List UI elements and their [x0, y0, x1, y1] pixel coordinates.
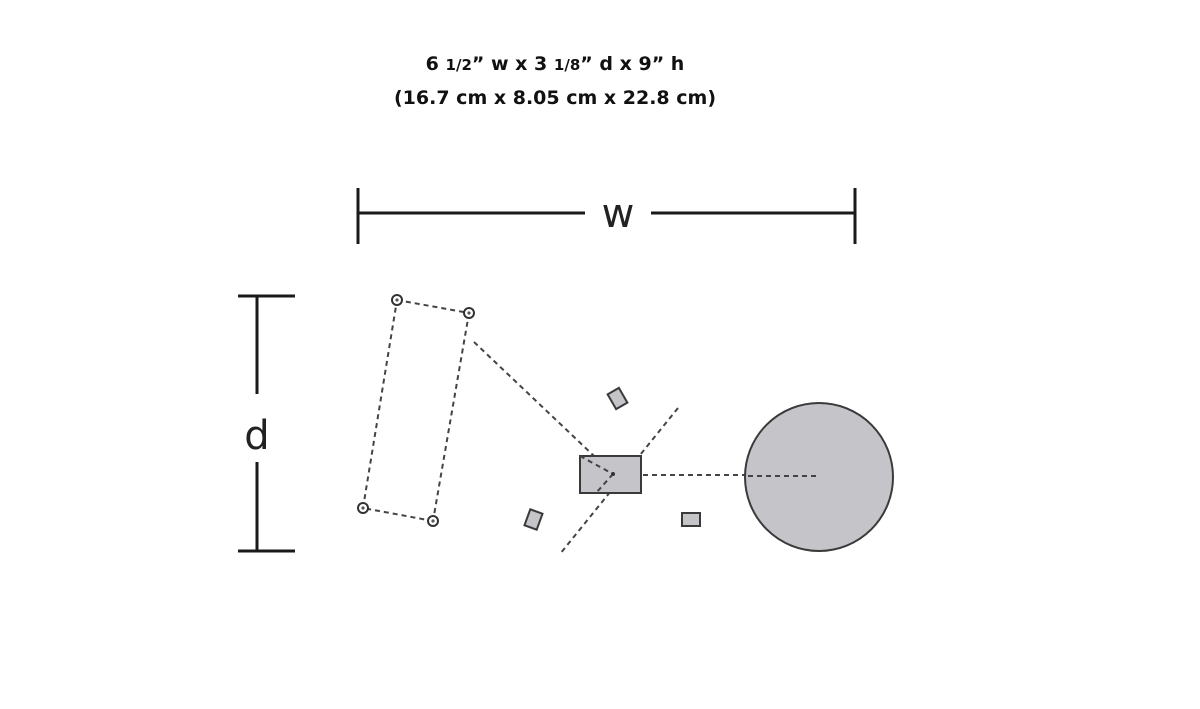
pad-lower-right — [681, 512, 701, 527]
dimension-line-metric: (16.7 cm x 8.05 cm x 22.8 cm) — [394, 87, 716, 109]
width-whole: 6 — [425, 53, 439, 75]
height-text: 9” h — [638, 53, 685, 75]
width-label: w — [602, 191, 635, 237]
dimension-line-imperial: 6 1/2” w x 3 1/8” d x 9” h — [0, 48, 1110, 82]
width-dimension-marker — [356, 188, 857, 244]
depth-label: d — [244, 413, 269, 459]
dimension-text: 6 1/2” w x 3 1/8” d x 9” h (16.7 cm x 8.… — [0, 48, 1110, 115]
lamp-head-outline — [362, 299, 470, 522]
depth-dimension-marker — [238, 294, 295, 553]
pad-lower-left — [523, 508, 544, 531]
lamp-head-pivots — [357, 294, 475, 527]
arm-to-head — [473, 341, 614, 475]
depth-fraction: 1/8 — [553, 56, 581, 74]
width-unit: ” w x — [471, 53, 528, 75]
width-fraction: 1/2 — [445, 56, 472, 74]
pad-upper — [606, 386, 629, 411]
depth-whole: 3 — [534, 53, 548, 75]
small-pads — [523, 386, 701, 531]
depth-unit: ” d x — [580, 53, 632, 75]
lamp-base — [744, 402, 894, 552]
